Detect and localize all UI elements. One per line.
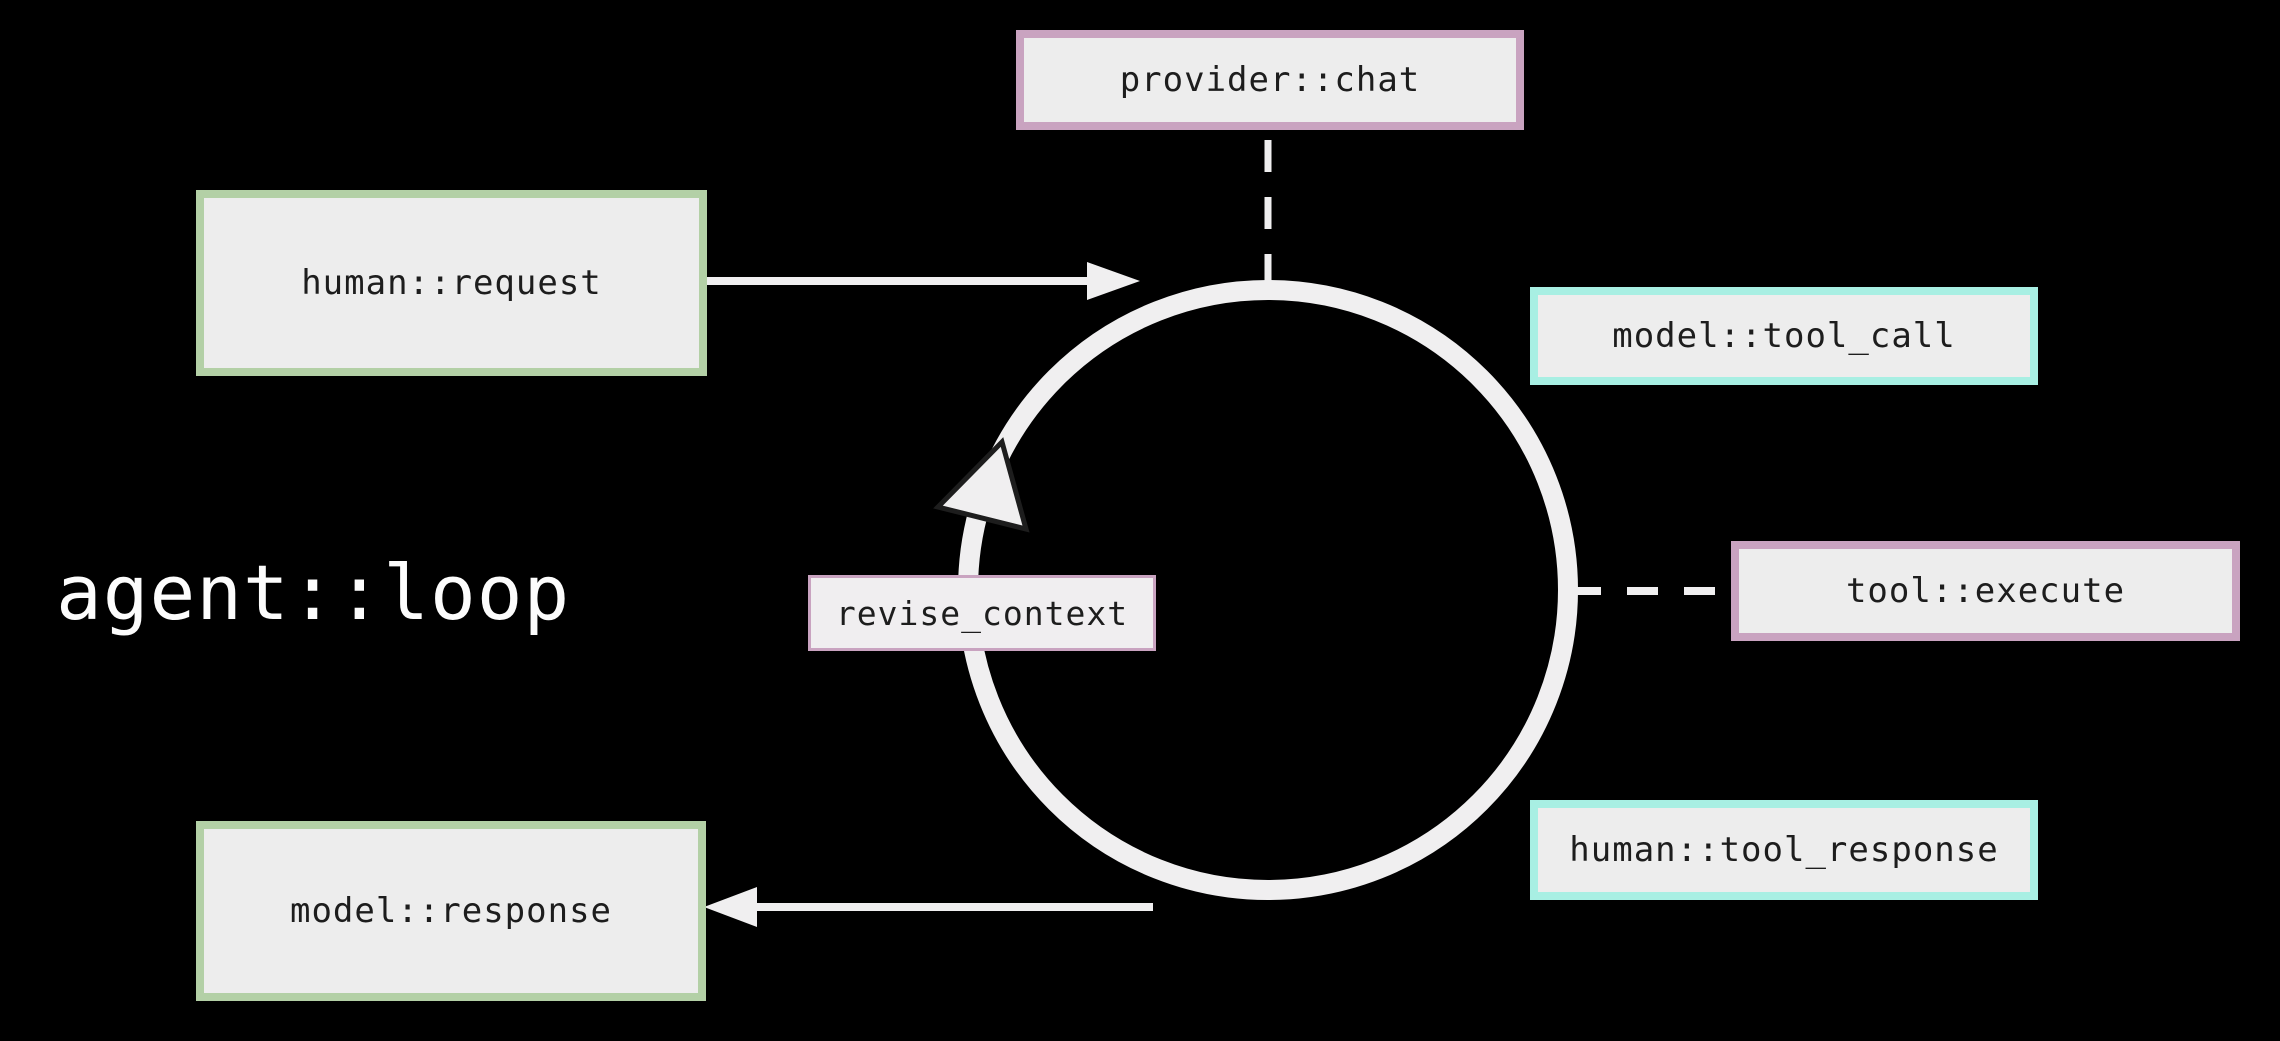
node-provider-chat-label: provider::chat	[1119, 60, 1421, 100]
node-human-tool-response: human::tool_response	[1530, 800, 2038, 900]
human-request-arrowhead-icon	[1087, 262, 1140, 300]
node-model-tool-call-label: model::tool_call	[1612, 316, 1956, 356]
model-response-arrowhead-icon	[704, 887, 757, 927]
node-human-request-label: human::request	[301, 263, 602, 303]
node-revise-context: revise_context	[808, 575, 1156, 651]
node-tool-execute-label: tool::execute	[1845, 571, 2126, 611]
node-tool-execute: tool::execute	[1731, 541, 2240, 641]
node-model-response: model::response	[196, 821, 706, 1001]
node-human-tool-response-label: human::tool_response	[1569, 830, 1999, 870]
node-provider-chat: provider::chat	[1016, 30, 1524, 130]
node-human-request: human::request	[196, 190, 707, 376]
node-model-tool-call: model::tool_call	[1530, 287, 2038, 385]
node-model-response-label: model::response	[289, 891, 613, 931]
loop-direction-arrowhead-icon	[933, 437, 1030, 533]
diagram-title: agent::loop	[56, 548, 571, 637]
node-revise-context-label: revise_context	[835, 593, 1129, 633]
